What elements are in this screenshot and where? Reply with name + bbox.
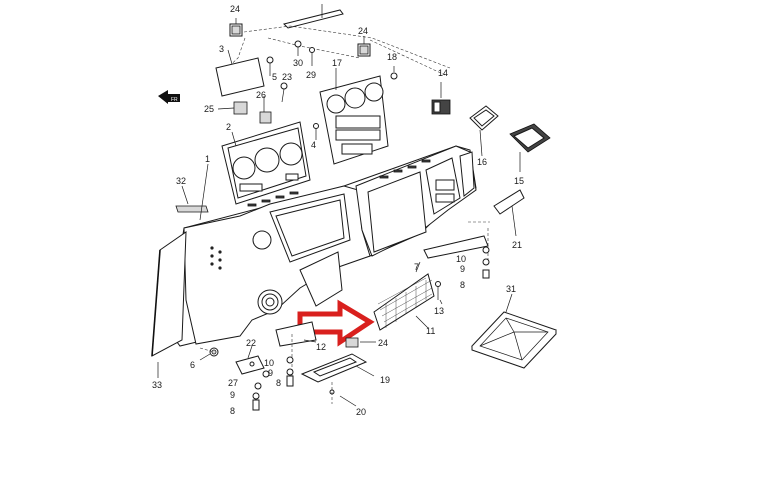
label-17: 17 [332,58,342,68]
bracket-plate-3 [215,49,265,97]
clip-24-top-mid [357,43,371,57]
fasteners-left-lower [199,347,294,411]
front-label: FR [171,97,178,103]
label-16: 16 [477,157,487,167]
label-8-right: 8 [460,280,465,290]
bracket-right [423,221,490,279]
label-24-top: 24 [230,4,240,14]
label-26: 26 [256,90,266,100]
label-13: 13 [434,306,444,316]
plate-19 [300,353,368,404]
label-24-mid: 24 [358,26,368,36]
label-9-right: 9 [460,264,465,274]
label-4: 4 [311,140,316,150]
label-32: 32 [176,176,186,186]
label-1: 1 [205,154,210,164]
label-10-left: 10 [264,358,274,368]
label-10-right: 10 [456,254,466,264]
label-8-lower: 8 [230,406,235,416]
label-33: 33 [152,380,162,390]
switch-14 [431,82,451,115]
label-18: 18 [387,52,397,62]
plate-22 [235,355,265,375]
screw-13 [435,281,441,300]
clips-25-26 [217,101,272,124]
screws-upper [266,40,398,140]
front-direction-arrow-icon: FR [158,90,180,104]
storage-net-11 [373,273,435,331]
clip-24-lower [345,337,359,348]
label-27: 27 [228,378,238,388]
trim-strip-32 [175,205,209,213]
label-2: 2 [226,122,231,132]
label-22: 22 [246,338,256,348]
label-3: 3 [219,44,224,54]
side-panel-33 [151,231,187,357]
dashboard-main-panel-1 [167,145,477,347]
label-25: 25 [204,104,214,114]
bezel-16 [469,105,499,157]
label-9-left: 9 [268,368,273,378]
label-9-lower: 9 [230,390,235,400]
plate-21 [493,189,525,237]
label-7: 7 [414,262,419,272]
meter-cluster-bezel-2 [221,121,311,205]
speaker-holes [210,246,222,270]
label-5: 5 [272,72,277,82]
leader-lines [157,18,443,407]
center-cluster-panel-17 [319,75,389,165]
label-29: 29 [306,70,316,80]
label-15: 15 [514,176,524,186]
label-8-mid: 8 [276,378,281,388]
dash-top-slots [247,159,431,207]
label-19: 19 [380,375,390,385]
label-23: 23 [282,72,292,82]
part-labels: 24 24 3 30 29 5 23 17 18 14 26 25 2 4 1 … [152,4,524,417]
label-20: 20 [356,407,366,417]
label-14: 14 [438,68,448,78]
label-12: 12 [316,342,326,352]
vent-15 [509,123,551,172]
label-24-lower: 24 [378,338,388,348]
label-21: 21 [512,240,522,250]
floor-plate-31 [471,293,557,369]
label-6: 6 [190,360,195,370]
label-31: 31 [506,284,516,294]
label-11: 11 [426,326,435,336]
clip-24-top-left [229,23,243,37]
label-30: 30 [293,58,303,68]
